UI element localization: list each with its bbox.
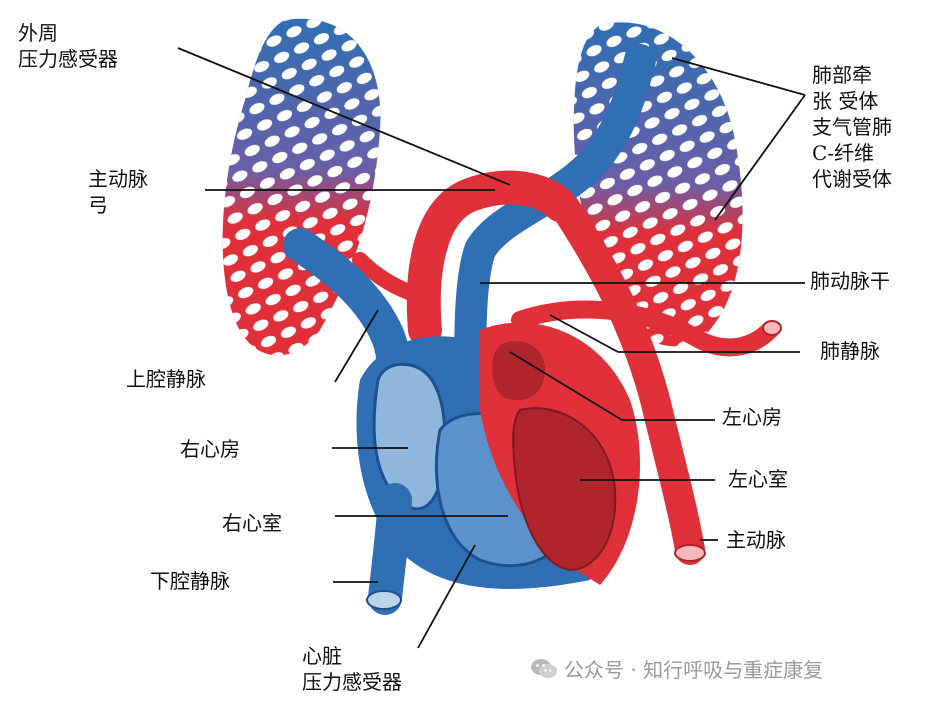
aortic-arch-vessel [406,170,577,347]
label-line: 外周 [18,21,58,45]
label-line: 弓 [88,193,108,217]
label-superior-vena-cava: 上腔静脉 [126,367,206,391]
label-right-ventricle: 右心室 [222,511,282,535]
label-line: 代谢受体 [812,167,892,191]
label-pulmonary-vein: 肺静脉 [820,339,880,363]
heart [356,322,640,589]
label-aortic-arch: 主动脉 弓 [88,166,148,218]
watermark: 公众号 · 知行呼吸与重症康复 [530,654,823,683]
pulmonary-vein-right [511,300,779,357]
wechat-icon [531,658,557,678]
pulmonary-trunk-vessel [454,44,656,406]
label-inferior-vena-cava: 下腔静脉 [150,569,230,593]
label-right-atrium: 右心房 [180,437,240,461]
label-line: 压力感受器 [302,670,402,694]
label-cardiac-baroreceptor: 心脏 压力感受器 [302,643,402,695]
leader-lines [177,47,806,649]
ivc-opening [366,590,402,610]
descending-aorta [545,185,705,565]
label-left-ventricle: 左心室 [728,467,788,491]
label-line: C-纤维 [812,141,875,165]
label-peripheral-baroreceptor: 外周 压力感受器 [18,20,118,72]
label-line: 压力感受器 [18,47,118,71]
label-line: 心脏 [302,644,342,668]
aorta-opening [674,544,706,562]
label-aorta: 主动脉 [726,528,786,552]
label-pulmonary-trunk: 肺动脉干 [810,269,890,293]
label-line: 张 受体 [812,89,879,113]
watermark-text: 公众号 · 知行呼吸与重症康复 [564,658,824,682]
inferior-vena-cava-vessel [368,483,412,615]
label-line: 肺部牵 [812,63,872,87]
label-line: 主动脉 [88,167,148,191]
label-left-atrium: 左心房 [722,405,782,429]
label-lung-receptors: 肺部牵 张 受体 支气管肺 C-纤维 代谢受体 [812,62,892,192]
label-line: 支气管肺 [812,115,892,139]
